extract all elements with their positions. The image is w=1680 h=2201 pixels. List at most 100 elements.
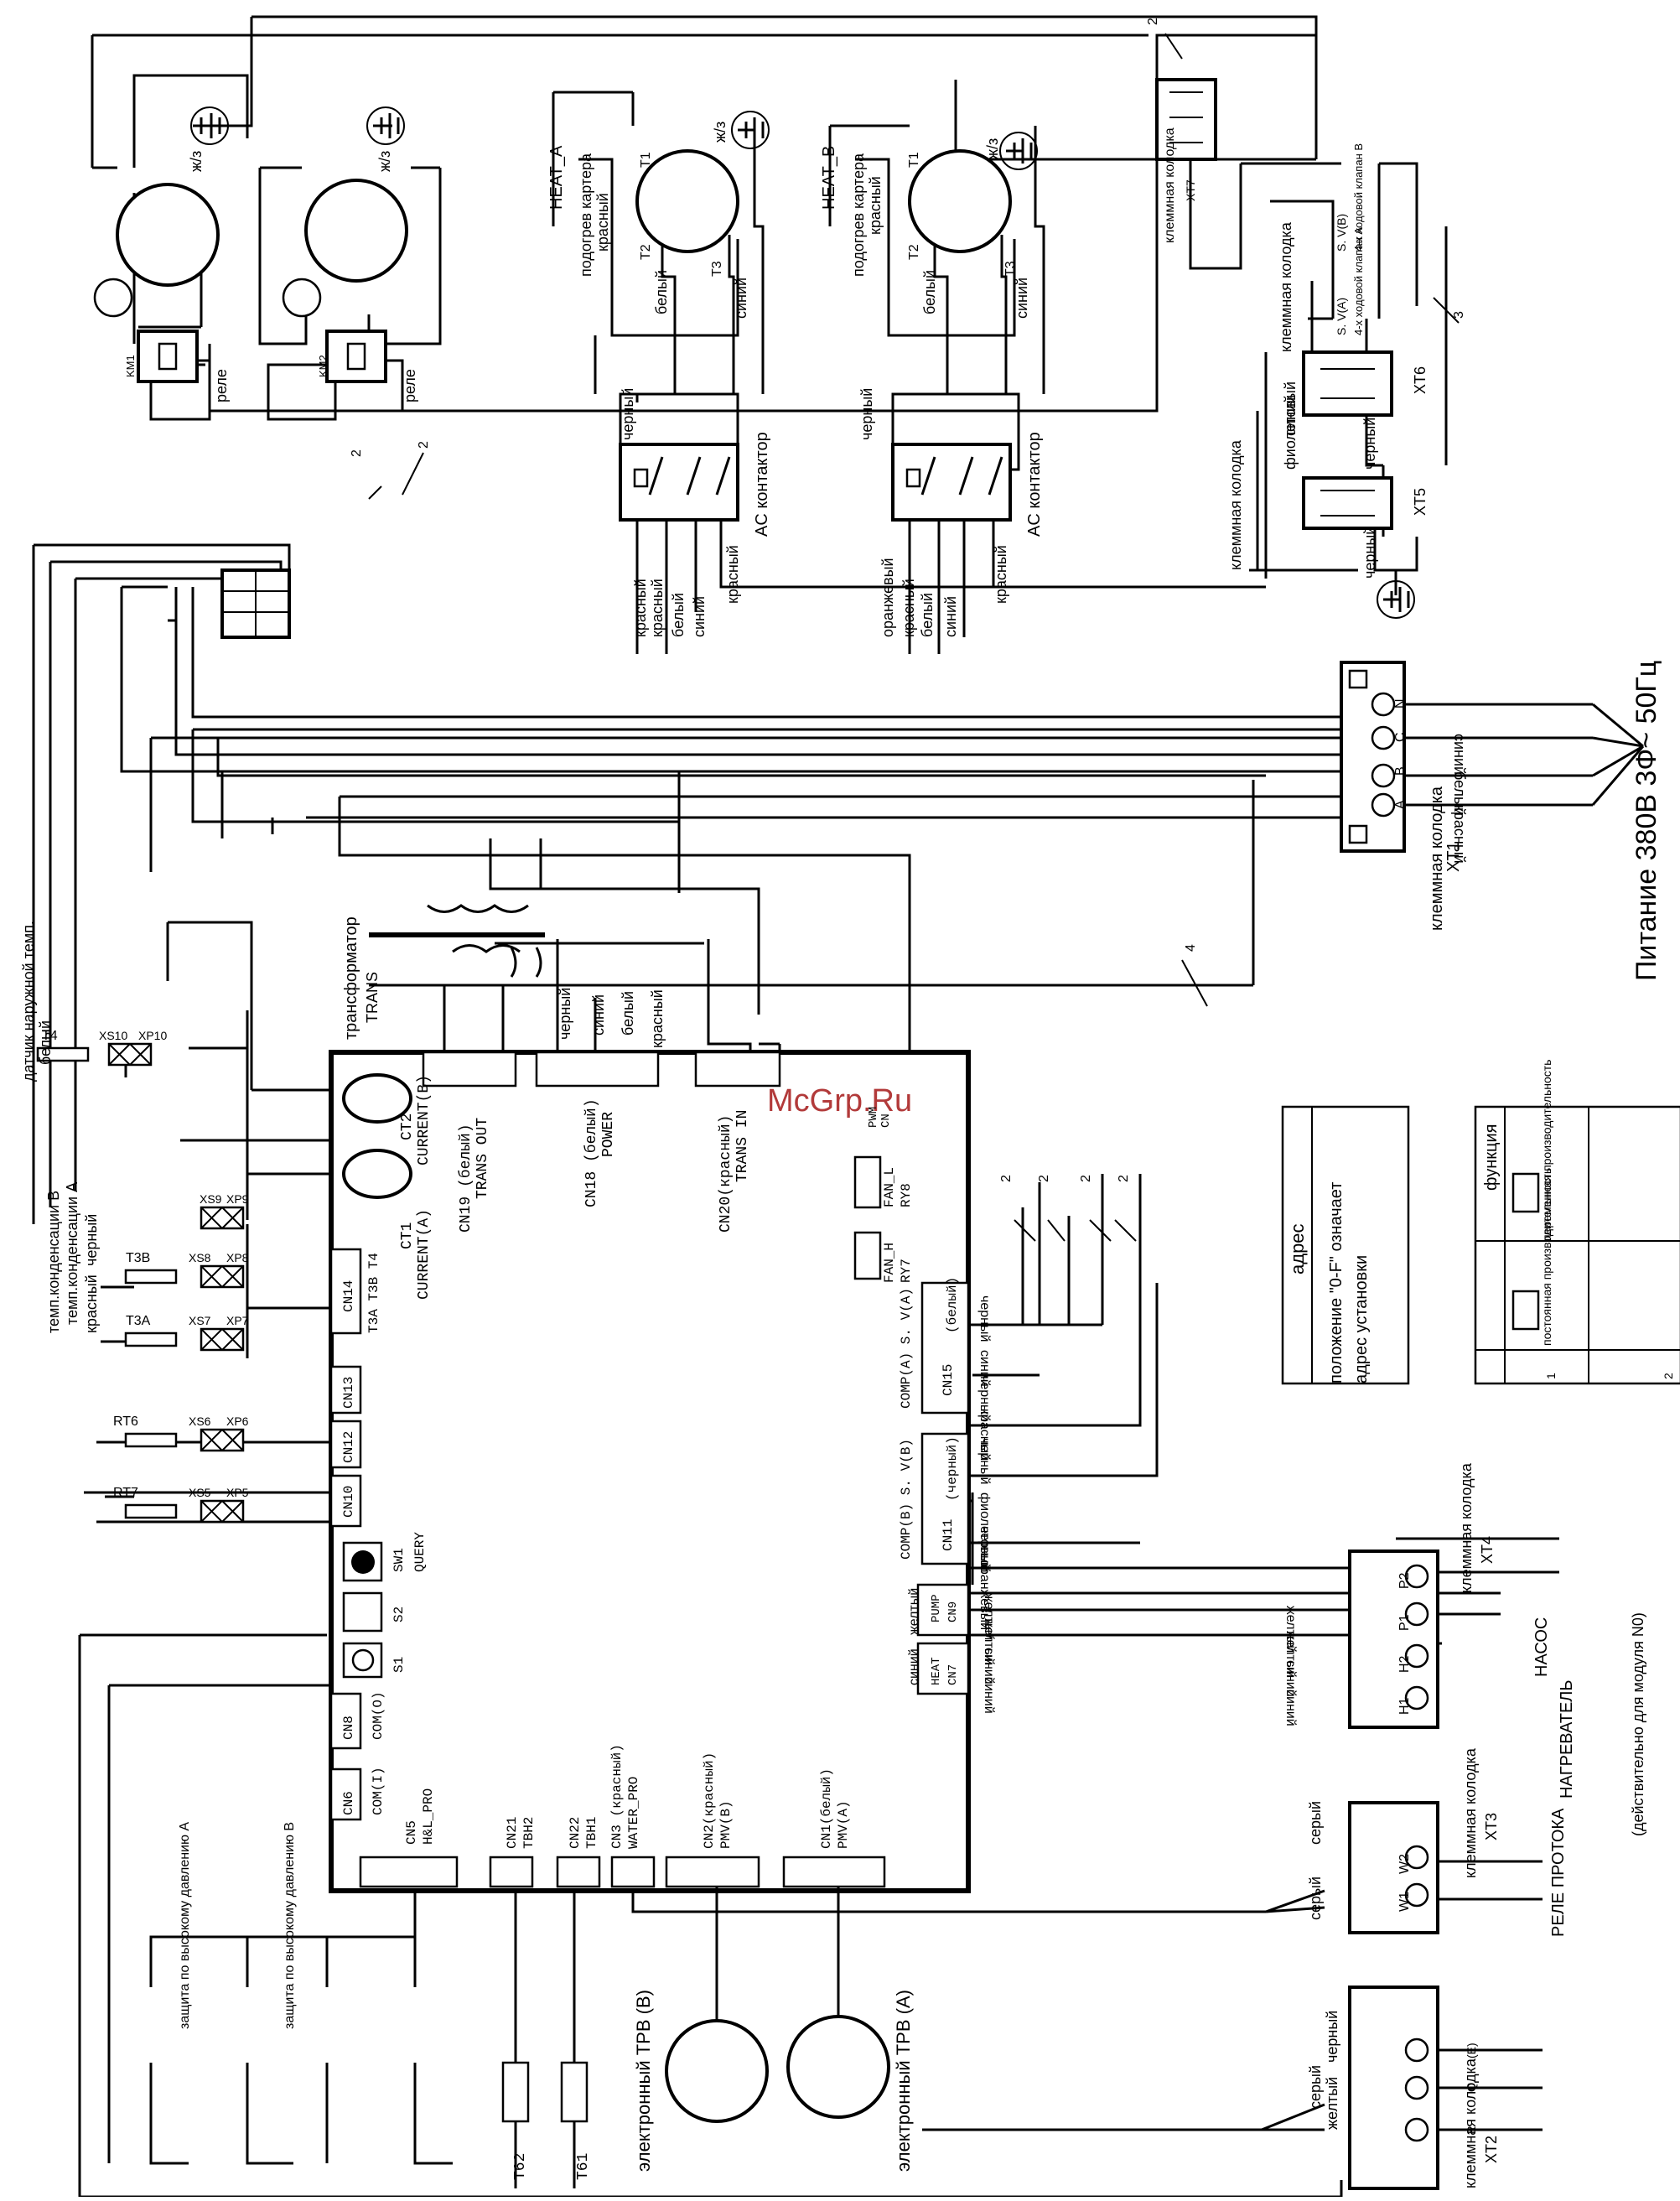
wire-count: 4 (1184, 944, 1198, 952)
cn14-name: T3A T3B T4 (366, 1253, 381, 1333)
wire-black: черный (977, 1526, 992, 1572)
hp-b-label: защита по высокому давлению B (283, 1822, 297, 2029)
function-row-2-desc: постоянная производительность (1540, 1168, 1553, 1346)
terminal-xt3 (1348, 1801, 1439, 1934)
wire-blue: синий (1014, 278, 1030, 319)
cn22-name: TBH1 (584, 1817, 599, 1849)
cn20-label: CN20(красный) (718, 1115, 734, 1233)
cn1-label: CN1(белый) (819, 1768, 834, 1849)
wire-gray: серый (1307, 2065, 1324, 2109)
power-supply-label: Питание 380В 3Ф~ 50Гц (1631, 661, 1662, 981)
xs7-label: XS7 (189, 1314, 211, 1327)
cn22-label: CN22 (568, 1817, 583, 1849)
cn1-name: PMV(A) (836, 1800, 851, 1849)
xp9-label: XP9 (226, 1192, 249, 1206)
relay-label: реле (213, 369, 230, 402)
terminal-xt6 (1302, 350, 1393, 417)
com0-label: COM(O) (371, 1691, 386, 1740)
cn10-label: CN10 (341, 1486, 356, 1518)
xs10-label: XS10 (99, 1029, 127, 1042)
cn11-color: (черный) (945, 1436, 960, 1501)
outdoor-sensor-label: датчик наружной темп. (20, 921, 37, 1082)
wire-count: 2 (1146, 18, 1160, 25)
xt4-id: XT4 (1479, 1536, 1496, 1564)
cn19-name: TRANS OUT (474, 1118, 491, 1199)
wire-red: красный (83, 1274, 100, 1333)
address-text-2: адрес установки (1352, 1255, 1371, 1383)
function-title: функция (1482, 1124, 1501, 1191)
ground-label: ж/з (376, 151, 393, 172)
function-row-1-no: 1 (1544, 1373, 1558, 1379)
wire-blue: синий (1283, 1660, 1298, 1697)
crankcase-heater-b: подогрев картера (850, 153, 867, 277)
ct1-name: CURRENT(A) (416, 1209, 433, 1300)
query-label: QUERY (412, 1532, 428, 1572)
xs8-label: XS8 (189, 1251, 211, 1264)
watermark: McGrp.Ru (767, 1083, 912, 1119)
xt3-label: клеммная колодка (1462, 1747, 1479, 1878)
wire-gray: серый (1307, 1877, 1324, 1920)
wire-gray: серый (1307, 1801, 1324, 1845)
cond-b-label: темп.конденсации B (45, 1191, 62, 1333)
inverter-compressor-a (635, 149, 739, 253)
ct2-name: CURRENT(B) (416, 1075, 433, 1165)
cn14-label: CN14 (341, 1280, 356, 1312)
wire-blue: синий (907, 1648, 921, 1685)
wire-black: черный (1324, 2011, 1340, 2063)
terminal-xt7 (1155, 78, 1217, 161)
s2-label: S2 (391, 1607, 407, 1622)
hp-a-label: защита по высокому давлению A (178, 1822, 192, 2029)
wire-black: черный (858, 388, 875, 440)
terminal-xt1 (1340, 661, 1406, 853)
cn8-label: CN8 (341, 1716, 356, 1740)
xp8-label: XP8 (226, 1251, 249, 1264)
ry7-label: RY7 (899, 1259, 914, 1283)
transformer (369, 838, 704, 978)
wire-yellow: желтый (1324, 2077, 1340, 2130)
ct2-label: CT2 (399, 1113, 416, 1140)
text-labels: McGrp.Ru Питание 380В 3Ф~ 50Гц клеммная … (20, 18, 1675, 2188)
xt1-pin-c: C (1393, 732, 1408, 742)
wire-black: черный (1361, 527, 1378, 579)
wire-red: красный (900, 579, 917, 637)
wire-yellow: желтый (982, 1593, 996, 1640)
cn3-name: WATER_PRO (626, 1777, 641, 1849)
s1-label: S1 (391, 1657, 407, 1673)
xt6-id: XT6 (1412, 366, 1429, 394)
cn13-label: CN13 (341, 1377, 356, 1409)
wire-count: 2 (417, 441, 431, 449)
wire-black: черный (977, 1375, 992, 1421)
inverter-compressor-b (908, 149, 1012, 253)
ground-icon (999, 132, 1038, 170)
ground-icon (1377, 580, 1415, 619)
xt4-pin-p1: P1 (1397, 1614, 1412, 1631)
wire-red: красный (1451, 805, 1468, 864)
xt7-id: XT7 (1184, 179, 1197, 201)
sw1-label: SW1 (391, 1548, 407, 1572)
rt7-label: RT7 (113, 1486, 138, 1500)
cn9-label: CN9 (946, 1601, 960, 1622)
terminal-block-left (220, 568, 291, 639)
t3-label: T3 (1003, 261, 1018, 277)
xs5-label: XS5 (189, 1486, 211, 1499)
wire-blue: синий (590, 994, 607, 1036)
cn6-label: CN6 (341, 1791, 356, 1815)
xt6-label: клеммная колодка (1278, 221, 1294, 352)
pwm-label: PWM (867, 1107, 880, 1128)
cn2-label: CN2(красный) (702, 1752, 717, 1849)
wire-blue: синий (1283, 1690, 1298, 1726)
contactor-a (619, 443, 739, 522)
wire-white: белый (653, 270, 670, 314)
xt5-id: XT5 (1412, 488, 1429, 516)
cn2-name: PMV(B) (718, 1800, 734, 1849)
cn5-name: H&L_PRO (421, 1788, 436, 1845)
wire-orange: оранжевый (977, 1560, 992, 1630)
t2-label: T2 (907, 244, 921, 260)
cn15-color: (белый) (945, 1277, 960, 1333)
contactor-b (891, 443, 1012, 522)
wire-red: красный (649, 989, 666, 1048)
relay-km2 (325, 330, 387, 383)
compressor-a-motor (93, 183, 220, 318)
valid-module-label: (действительно для модуля N0) (1630, 1612, 1646, 1836)
t4-label: T4 (42, 1029, 58, 1043)
